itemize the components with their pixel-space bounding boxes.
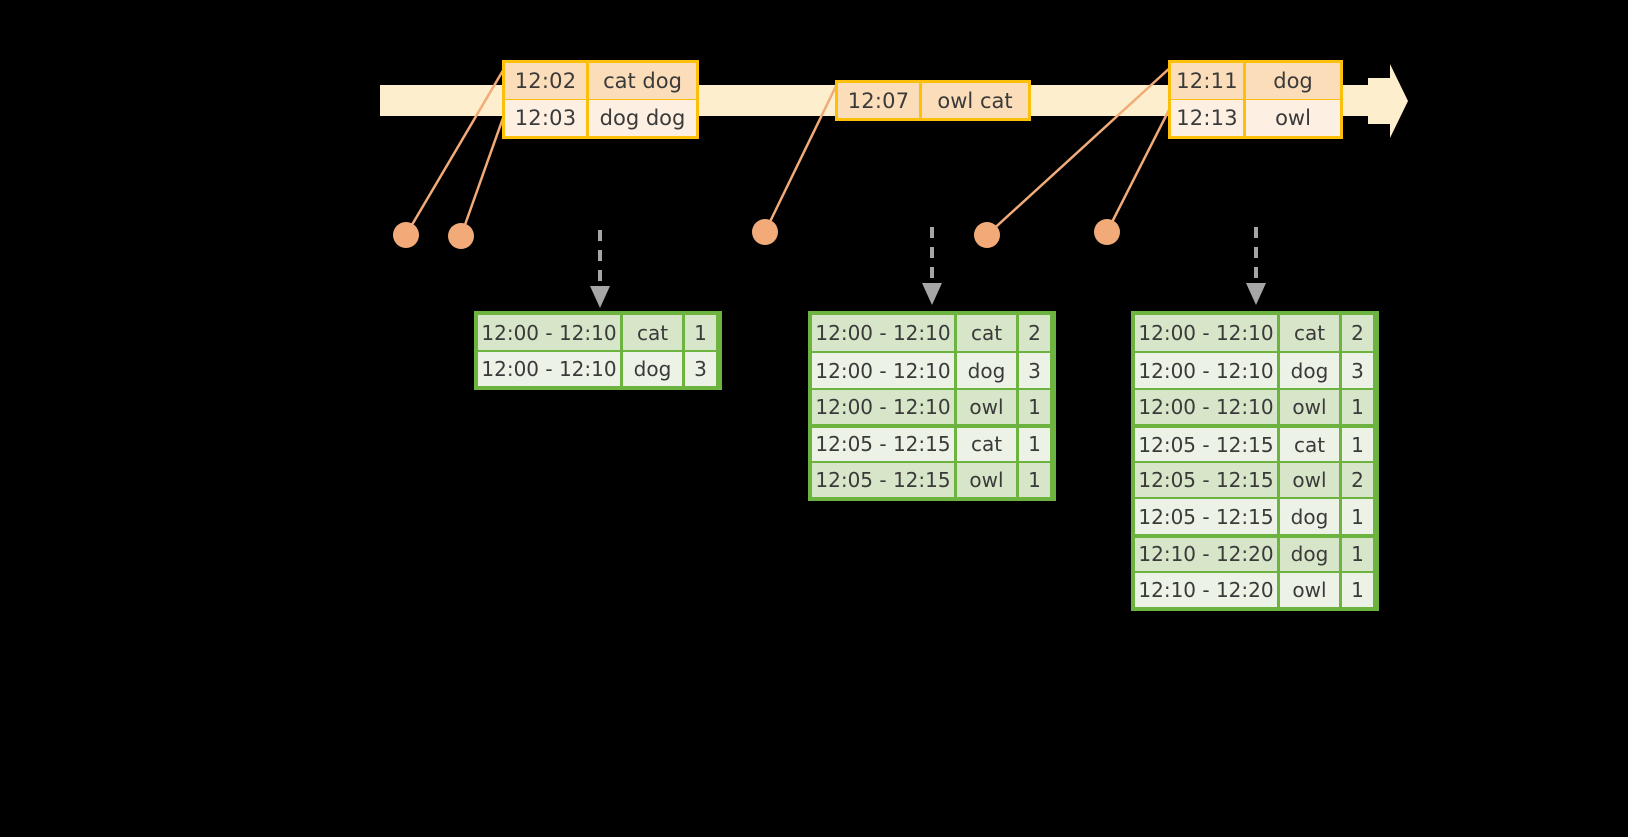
cell-key: cat (954, 315, 1016, 352)
cell-window: 12:00 - 12:10 (812, 315, 954, 352)
event-row: 12:03 dog dog (505, 99, 696, 136)
down-arrow-1 (590, 230, 610, 308)
cell-window: 12:05 - 12:15 (812, 462, 954, 498)
cell-window: 12:05 - 12:15 (1135, 499, 1277, 534)
event-box-1[interactable]: 12:02 cat dog 12:03 dog dog (502, 60, 699, 139)
dot-5 (1094, 219, 1120, 245)
timeline-arrowhead-icon (1368, 64, 1408, 138)
event-value: cat dog (603, 69, 682, 93)
event-time: 12:02 (505, 63, 589, 99)
cell-key: owl (1277, 572, 1339, 608)
event-value: dog dog (599, 106, 686, 130)
cell-key: owl (1277, 389, 1339, 425)
cell-key: owl (954, 389, 1016, 425)
cell-window: 12:00 - 12:10 (812, 353, 954, 388)
dot-2 (448, 223, 474, 249)
down-arrow-2 (922, 227, 942, 305)
cell-key: cat (1277, 428, 1339, 461)
event-row: 12:11 dog (1171, 63, 1340, 99)
cell-count: 1 (1339, 572, 1373, 608)
cell-window: 12:05 - 12:15 (1135, 462, 1277, 498)
event-box-2[interactable]: 12:07 owl cat (835, 80, 1031, 121)
event-box-3[interactable]: 12:11 dog 12:13 owl (1168, 60, 1343, 139)
cell-key: dog (954, 353, 1016, 388)
cell-count: 3 (1016, 353, 1050, 388)
cell-count: 2 (1016, 315, 1050, 352)
event-value: owl (1275, 106, 1311, 130)
event-value: dog (1273, 69, 1313, 93)
down-arrow-3 (1246, 227, 1266, 305)
cell-key: dog (1277, 353, 1339, 388)
cell-window: 12:00 - 12:10 (1135, 315, 1277, 352)
cell-key: cat (1277, 315, 1339, 352)
cell-window: 12:05 - 12:15 (812, 428, 954, 461)
dot-4 (974, 222, 1000, 248)
cell-key: owl (954, 462, 1016, 498)
dot-3 (752, 219, 778, 245)
cell-key: cat (954, 428, 1016, 461)
cell-window: 12:10 - 12:20 (1135, 537, 1277, 571)
cell-window: 12:00 - 12:10 (812, 389, 954, 425)
cell-count: 2 (1339, 315, 1373, 352)
cell-count: 1 (1339, 389, 1373, 425)
event-row: 12:02 cat dog (505, 63, 696, 99)
cell-window: 12:00 - 12:10 (1135, 389, 1277, 425)
cell-count: 1 (1016, 428, 1050, 461)
cell-key: dog (620, 352, 682, 386)
cell-count: 1 (1339, 428, 1373, 461)
event-value: owl cat (937, 88, 1013, 113)
cell-count: 3 (1339, 353, 1373, 388)
event-time: 12:07 (838, 83, 922, 118)
dot-1 (393, 222, 419, 248)
cell-window: 12:00 - 12:10 (1135, 353, 1277, 388)
cell-key: cat (620, 315, 682, 351)
cell-count: 3 (682, 352, 716, 386)
event-time: 12:11 (1171, 63, 1246, 99)
cell-count: 1 (1339, 537, 1373, 571)
cell-count: 1 (682, 315, 716, 351)
cell-window: 12:00 - 12:10 (478, 315, 620, 351)
event-time: 12:13 (1171, 100, 1246, 136)
cell-count: 1 (1339, 499, 1373, 534)
event-row: 12:13 owl (1171, 99, 1340, 136)
cell-window: 12:05 - 12:15 (1135, 428, 1277, 461)
dot-5-line (1105, 103, 1174, 233)
cell-key: dog (1277, 537, 1339, 571)
cell-window: 12:00 - 12:10 (478, 352, 620, 386)
dot-2-line (459, 103, 510, 237)
cell-count: 1 (1016, 462, 1050, 498)
cell-count: 1 (1016, 389, 1050, 425)
cell-key: owl (1277, 462, 1339, 498)
event-time: 12:03 (505, 100, 589, 136)
cell-key: dog (1277, 499, 1339, 534)
cell-count: 2 (1339, 462, 1373, 498)
event-row: 12:07 owl cat (838, 83, 1028, 118)
cell-window: 12:10 - 12:20 (1135, 572, 1277, 608)
